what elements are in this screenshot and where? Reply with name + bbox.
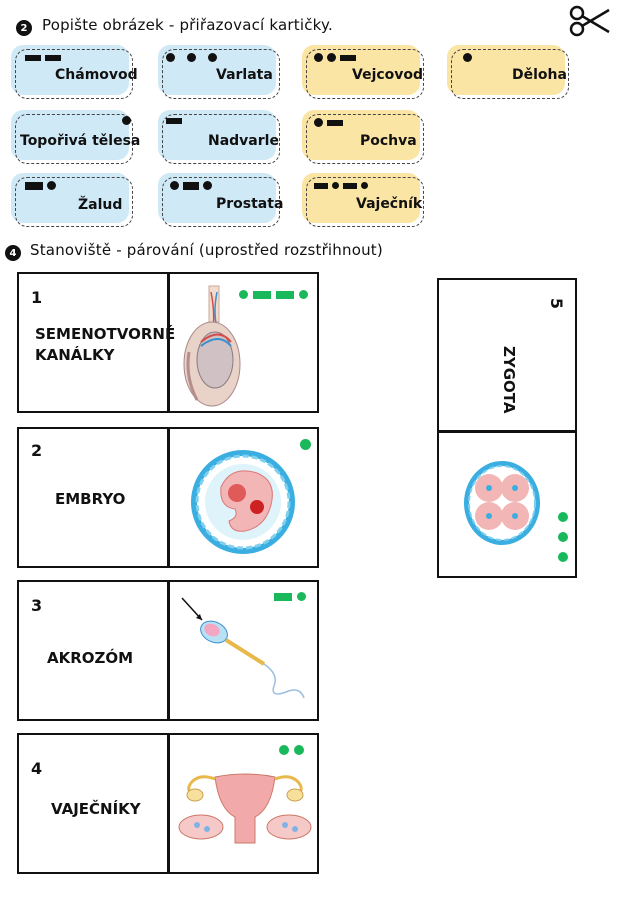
morse-code <box>314 53 356 62</box>
domino-text: ZYGOTA <box>500 346 518 414</box>
card-label: Pochva <box>360 133 417 149</box>
section-title: Stanoviště - párování (uprostřed rozstři… <box>30 241 383 259</box>
sperm-illustration <box>181 597 305 699</box>
morse-code <box>122 116 131 125</box>
domino-number: 3 <box>31 596 43 615</box>
morse-code <box>558 512 568 562</box>
morse-code <box>279 745 304 755</box>
card-pochva: Pochva <box>302 110 424 164</box>
section-number: 2 <box>20 22 28 34</box>
testis-illustration <box>183 285 241 407</box>
card-label: Děloha <box>512 67 567 83</box>
domino-number: 5 <box>547 297 567 310</box>
section-title: Popište obrázek - přiřazovací kartičky. <box>42 16 333 34</box>
morse-code <box>463 53 472 62</box>
card-vejcovod: Vejcovod <box>302 45 424 99</box>
card-zalud: Žalud <box>11 173 133 227</box>
section-number-badge: 2 <box>16 20 32 36</box>
domino-card-5: 5 ZYGOTA <box>437 278 577 578</box>
zygote-illustration <box>464 461 540 545</box>
domino-card-2: 2 EMBRYO <box>17 427 319 568</box>
morse-code <box>274 592 306 601</box>
scissors-icon <box>569 5 610 37</box>
card-label: Žalud <box>78 197 123 213</box>
morse-code <box>314 182 368 189</box>
card-chamovod: Chámovod <box>11 45 138 99</box>
morse-code <box>166 118 182 124</box>
morse-code <box>314 118 343 127</box>
card-label: Nadvarle <box>208 133 279 149</box>
card-varlata: Varlata <box>158 45 280 99</box>
card-vajecnik: Vaječník <box>302 173 424 227</box>
domino-card-1: 1 SEMENOTVORNÉ KANÁLKY <box>17 272 319 413</box>
uterus-illustration <box>178 773 312 844</box>
morse-code <box>25 55 61 61</box>
card-label: Vaječník <box>356 196 423 212</box>
domino-number: 1 <box>31 288 43 307</box>
domino-number: 4 <box>31 759 43 778</box>
domino-card-4: 4 VAJEČNÍKY <box>17 733 319 874</box>
embryo-illustration <box>191 450 295 554</box>
domino-text: VAJEČNÍKY <box>51 800 141 818</box>
card-prostata: Prostata <box>158 173 283 227</box>
section-number: 4 <box>9 247 17 259</box>
card-label: Vejcovod <box>352 67 424 83</box>
domino-card-3: 3 AKROZÓM <box>17 580 319 721</box>
card-deloha: Děloha <box>447 45 569 99</box>
card-toporiva-telesa: Topořivá tělesa <box>11 110 140 164</box>
card-label: Varlata <box>216 67 273 83</box>
morse-code <box>25 181 56 190</box>
card-label: Topořivá tělesa <box>20 133 141 149</box>
morse-code <box>300 439 311 450</box>
section-number-badge: 4 <box>5 245 21 261</box>
morse-code <box>166 53 217 62</box>
card-label: Prostata <box>216 196 284 212</box>
card-label: Chámovod <box>55 67 138 83</box>
card-nadvarle: Nadvarle <box>158 110 280 164</box>
morse-code <box>239 290 308 299</box>
morse-code <box>170 181 212 190</box>
domino-text: EMBRYO <box>55 490 126 508</box>
domino-text: SEMENOTVORNÉ KANÁLKY <box>35 325 176 364</box>
domino-number: 2 <box>31 441 43 460</box>
domino-text: AKROZÓM <box>47 649 134 667</box>
